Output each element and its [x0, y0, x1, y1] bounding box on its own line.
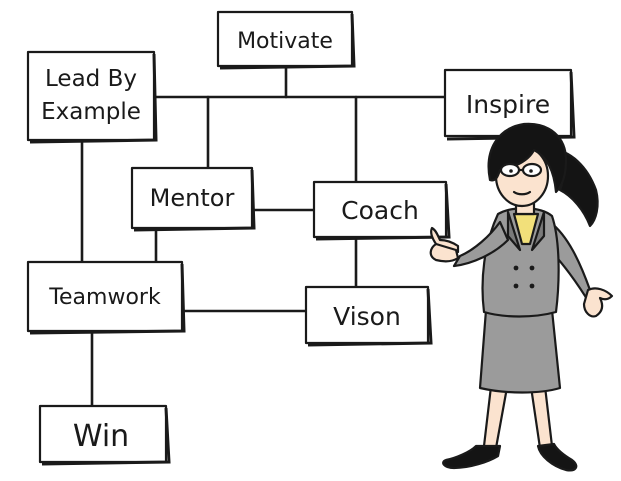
- node-coach: Coach: [312, 180, 451, 241]
- node-mentor-label: Mentor: [150, 184, 235, 212]
- node-win: Win: [38, 404, 171, 466]
- node-lead-label-line2: Example: [41, 99, 141, 125]
- right-hand: [582, 287, 614, 318]
- pointing-hand-fist: [429, 242, 460, 263]
- node-inspire-label: Inspire: [466, 90, 550, 119]
- presenter-woman-illustration: [429, 122, 614, 472]
- node-teamwork: Teamwork: [26, 260, 186, 335]
- button-2: [529, 265, 535, 271]
- skirt: [478, 308, 562, 394]
- left-shoe: [442, 444, 502, 470]
- node-win-label: Win: [73, 419, 129, 454]
- lapel-right: [530, 210, 546, 252]
- node-teamwork-label: Teamwork: [48, 285, 161, 310]
- button-3: [513, 283, 519, 289]
- eye-left: [509, 169, 513, 173]
- left-arm: [452, 220, 510, 268]
- node-lead-label-line1: Lead By: [45, 66, 137, 92]
- node-mentor: Mentor: [130, 166, 256, 232]
- mouth: [512, 190, 532, 196]
- button-4: [529, 283, 535, 289]
- button-1: [513, 265, 519, 271]
- node-vision: Vison: [304, 285, 433, 347]
- node-vision-label: Vison: [333, 302, 401, 331]
- lapel-left: [506, 210, 522, 252]
- node-motivate-label: Motivate: [237, 29, 333, 54]
- right-shoe: [536, 442, 578, 472]
- node-lead-by-example: Lead By Example: [26, 50, 158, 144]
- node-coach-label: Coach: [341, 196, 419, 225]
- node-motivate: Motivate: [216, 10, 356, 70]
- eye-right: [529, 169, 533, 173]
- connectors: [80, 64, 447, 408]
